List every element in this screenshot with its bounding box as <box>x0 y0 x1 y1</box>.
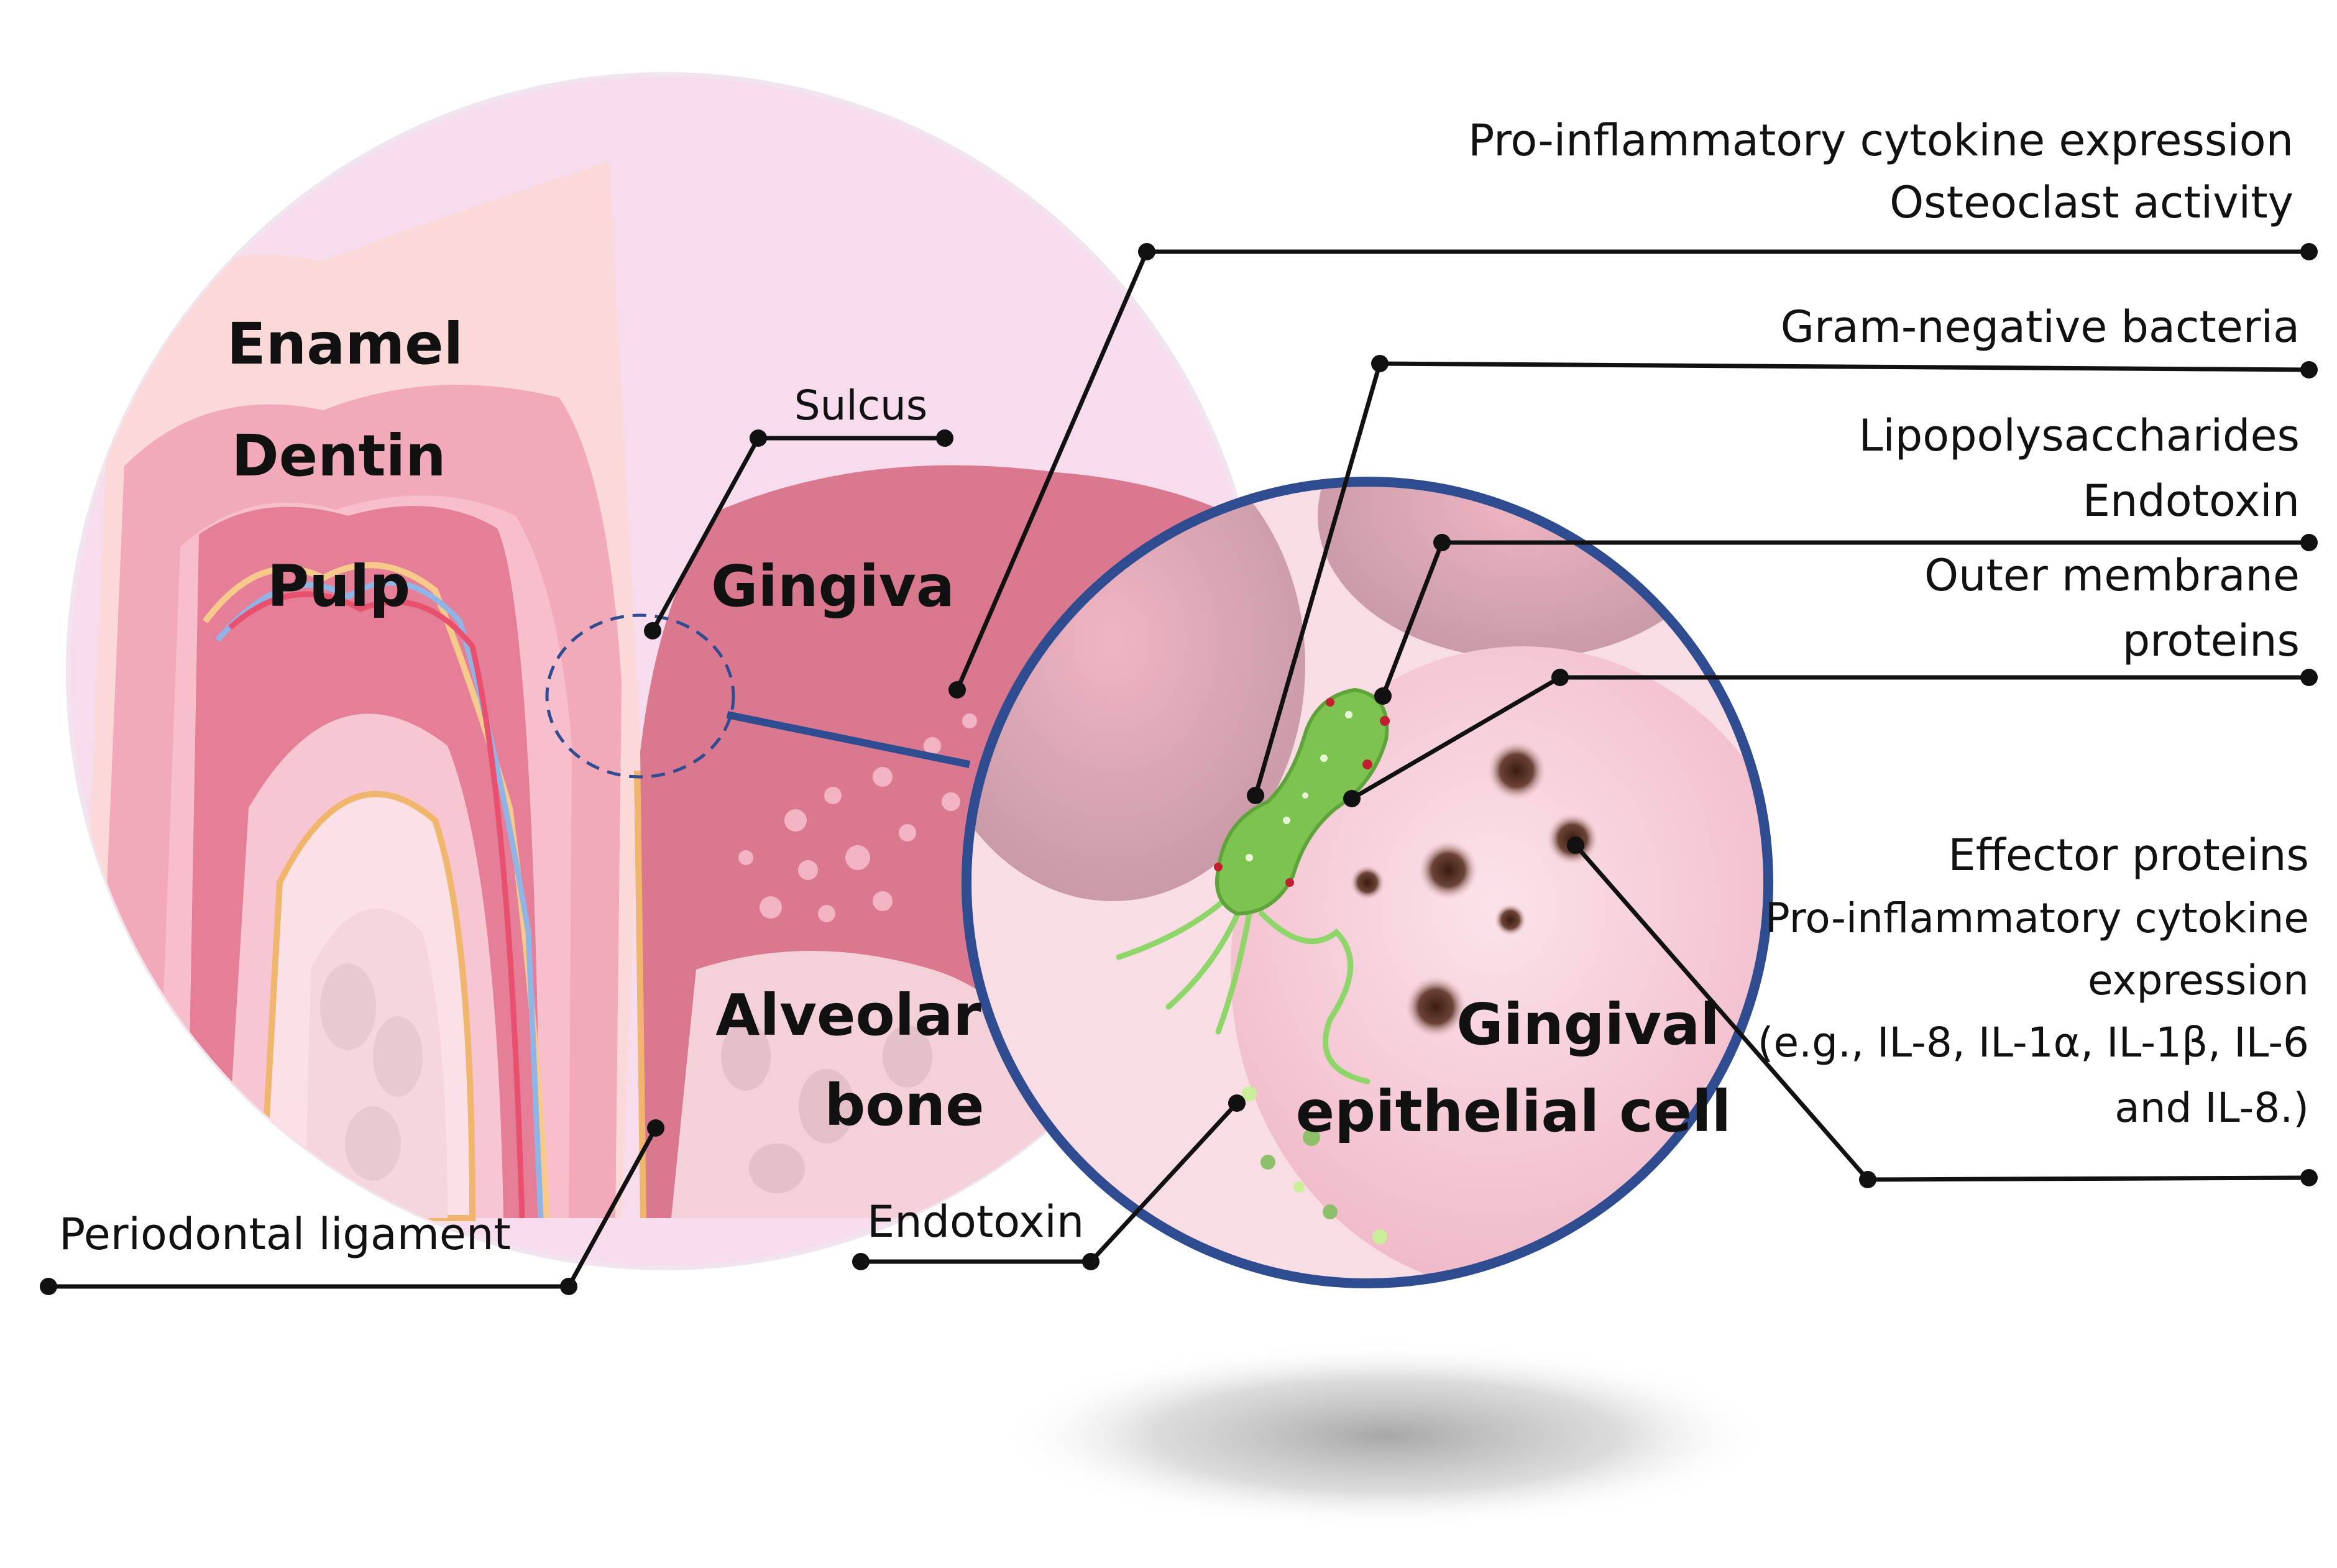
callout-cytokine-2: Osteoclast activity <box>1889 177 2293 228</box>
zoom-connector-line <box>726 711 971 768</box>
label-dentin: Dentin <box>231 423 446 489</box>
leader-lines <box>40 243 2318 1295</box>
zoom-border <box>962 477 1773 1288</box>
callout-labels: Pro-inflammatory cytokine expression Ost… <box>1468 115 2309 1132</box>
label-sulcus: Sulcus <box>794 382 928 429</box>
sulcus-highlight <box>545 613 735 779</box>
endotoxin-particles <box>1242 1086 1387 1244</box>
floor-shadow <box>1001 1342 1771 1529</box>
pulp-vessel-blue <box>215 580 544 1219</box>
callout-effector-3: expression <box>2088 956 2309 1004</box>
label-alveolar-bone-2: bone <box>825 1072 985 1139</box>
bacterium-membrane-dots <box>1214 698 1390 887</box>
callout-lps-2: Endotoxin <box>2083 475 2300 526</box>
label-gingiva: Gingiva <box>711 553 955 620</box>
alveolar-bone-cells <box>721 1022 932 1193</box>
label-endotoxin-bottom: Endotoxin <box>867 1196 1084 1247</box>
label-periodontal-ligament: Periodontal ligament <box>59 1209 511 1260</box>
bone-cell-2 <box>373 1016 423 1097</box>
callout-omp-2: proteins <box>2123 615 2300 666</box>
callout-cytokine-1: Pro-inflammatory cytokine expression <box>1468 115 2293 166</box>
bone-cell-3 <box>345 1106 401 1181</box>
bacterium <box>1215 687 1389 916</box>
gingiva-speckles <box>738 713 1002 922</box>
label-enamel: Enamel <box>227 311 463 377</box>
callout-effector-1: Effector proteins <box>1948 830 2309 881</box>
callout-bacteria: Gram-negative bacteria <box>1781 301 2300 352</box>
callout-effector-4: (e.g., IL-8, IL-1α, IL-1β, IL-6 <box>1758 1019 2309 1066</box>
label-gingival-cell-1: Gingival <box>1456 991 1720 1058</box>
callout-effector-2: Pro-inflammatory cytokine <box>1765 894 2309 942</box>
callout-omp-1: Outer membrane <box>1924 550 2300 601</box>
pulp-vessel-red <box>227 591 525 1219</box>
label-pulp: Pulp <box>267 553 410 620</box>
bone-cell-1 <box>320 963 376 1050</box>
label-alveolar-bone-1: Alveolar <box>715 982 981 1048</box>
gingival-epithelial-cell <box>1231 646 1768 1283</box>
callout-effector-5: and IL-8.) <box>2114 1084 2309 1132</box>
callout-lps-1: Lipopolysaccharides <box>1858 410 2300 461</box>
bacterium-highlights <box>1246 711 1352 861</box>
anatomy-labels: Enamel Dentin Pulp Sulcus Gingiva Alveol… <box>59 311 1731 1260</box>
label-gingival-cell-2: epithelial cell <box>1296 1078 1731 1145</box>
